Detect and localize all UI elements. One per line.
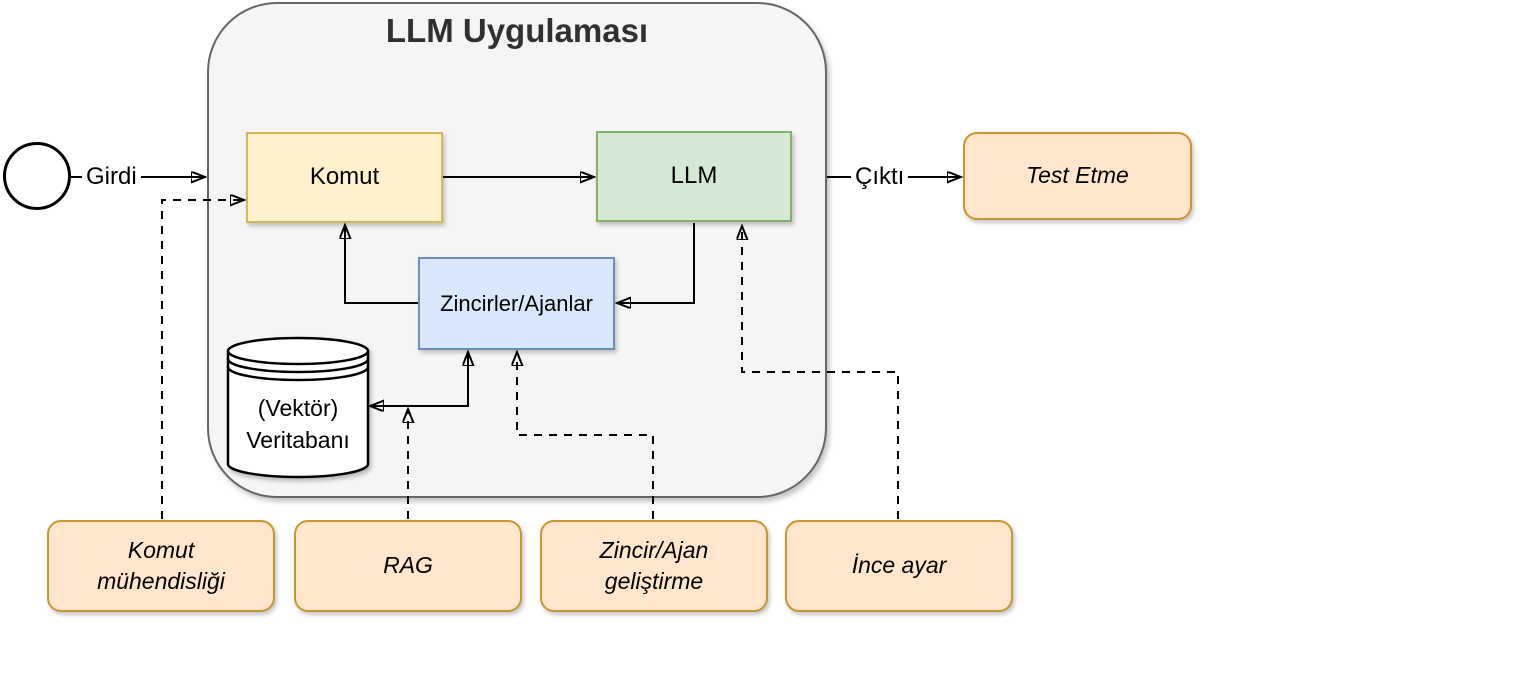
cikti-edge-label: Çıktı	[851, 162, 909, 192]
komut-muhendisligi-box: Komut mühendisliği	[47, 520, 275, 612]
vector-database-line2: Veritabanı	[246, 427, 350, 453]
zincirler-ajanlar-label: Zincirler/Ajanlar	[440, 290, 593, 316]
container-title: LLM Uygulaması	[385, 12, 649, 49]
girdi-edge-label: Girdi	[82, 162, 141, 192]
komut-label: Komut	[309, 163, 380, 191]
vector-database-label: (Vektör) Veritabanı	[228, 392, 368, 456]
ince-ayar-box: İnce ayar	[785, 520, 1013, 612]
vector-database-line1: (Vektör)	[257, 395, 339, 421]
rag-box: RAG	[294, 520, 522, 612]
vector-database-cylinder	[226, 336, 370, 479]
zincir-ajan-gelistirme-line2: geliştirme	[604, 568, 704, 594]
llm-label: LLM	[670, 162, 718, 190]
ince-ayar-label: İnce ayar	[851, 552, 947, 579]
test-etme-label: Test Etme	[1026, 162, 1129, 189]
test-etme-node: Test Etme	[963, 132, 1192, 220]
zincirler-ajanlar-node: Zincirler/Ajanlar	[418, 257, 615, 350]
zincir-ajan-gelistirme-box: Zincir/Ajan geliştirme	[540, 520, 768, 612]
llm-node: LLM	[596, 131, 792, 222]
komut-node: Komut	[246, 132, 443, 223]
rag-label: RAG	[383, 552, 433, 579]
zincir-ajan-gelistirme-line1: Zincir/Ajan	[599, 536, 709, 563]
komut-muhendisligi-line2: mühendisliği	[97, 568, 225, 594]
komut-muhendisligi-line1: Komut	[127, 536, 195, 563]
cylinder-body	[226, 336, 370, 479]
start-circle	[3, 142, 71, 210]
